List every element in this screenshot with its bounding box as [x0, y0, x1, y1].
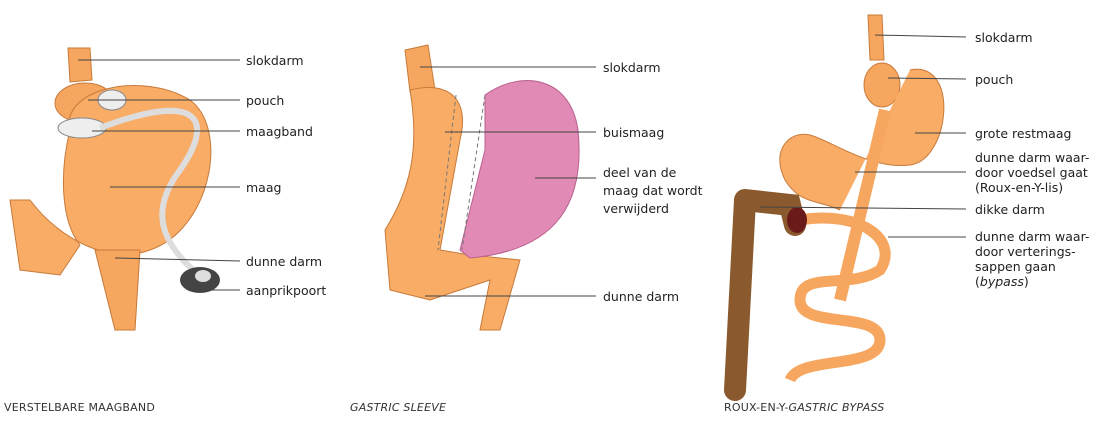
label-slokdarm: slokdarm [975, 30, 1033, 45]
label-line: dunne darm waar- [975, 229, 1090, 244]
label-line: door verterings- [975, 244, 1076, 259]
paren: ) [1023, 274, 1029, 289]
label-line: door voedsel gaat [975, 165, 1088, 180]
label-grote-restmaag: grote restmaag [975, 126, 1072, 141]
label-line: (Roux-en-Y-lis) [975, 180, 1064, 195]
caption-maagband: VERSTELBARE MAAGBAND [4, 401, 156, 414]
label-line: verwijderd [603, 201, 669, 216]
caption-bypass: ROUX-EN-Y-GASTRIC BYPASS [724, 401, 884, 414]
label-maagband: maagband [246, 124, 313, 139]
caption-part: ROUX-EN-Y- [724, 401, 789, 414]
label-dunne-darm: dunne darm [246, 254, 323, 269]
leader-lines [78, 34, 967, 297]
label-pouch: pouch [975, 72, 1014, 87]
label-dunne-darm: dunne darm [603, 289, 680, 304]
label-line: deel van de [603, 165, 677, 180]
caption-sleeve: GASTRIC SLEEVE [350, 401, 447, 414]
label-aanprikpoort: aanprikpoort [246, 283, 327, 298]
gastric-bypass-illustration [724, 14, 945, 401]
paren: ( [975, 274, 980, 289]
gastric-band-illustration [9, 47, 220, 331]
label-slokdarm: slokdarm [603, 60, 661, 75]
label-slokdarm: slokdarm [246, 53, 304, 68]
label-line: dunne darm waar- [975, 150, 1090, 165]
label-roux-en-y-lis: dunne darm waar- door voedsel gaat (Roux… [975, 150, 1089, 195]
gastric-sleeve-illustration [384, 44, 580, 331]
label-maag: maag [246, 180, 282, 195]
label-bypass: dunne darm waar- door verterings- sappen… [975, 229, 1089, 289]
label-removed-part: deel van de maag dat wordt verwijderd [603, 164, 703, 218]
label-line: sappen gaan [975, 259, 1056, 274]
label-dikke-darm: dikke darm [975, 202, 1045, 217]
label-buismaag: buismaag [603, 125, 665, 140]
caption-part: GASTRIC BYPASS [788, 401, 885, 414]
label-line: (bypass) [975, 274, 1089, 289]
bypass-word: bypass [979, 274, 1024, 289]
label-pouch: pouch [246, 93, 285, 108]
label-line: maag dat wordt [603, 183, 703, 198]
